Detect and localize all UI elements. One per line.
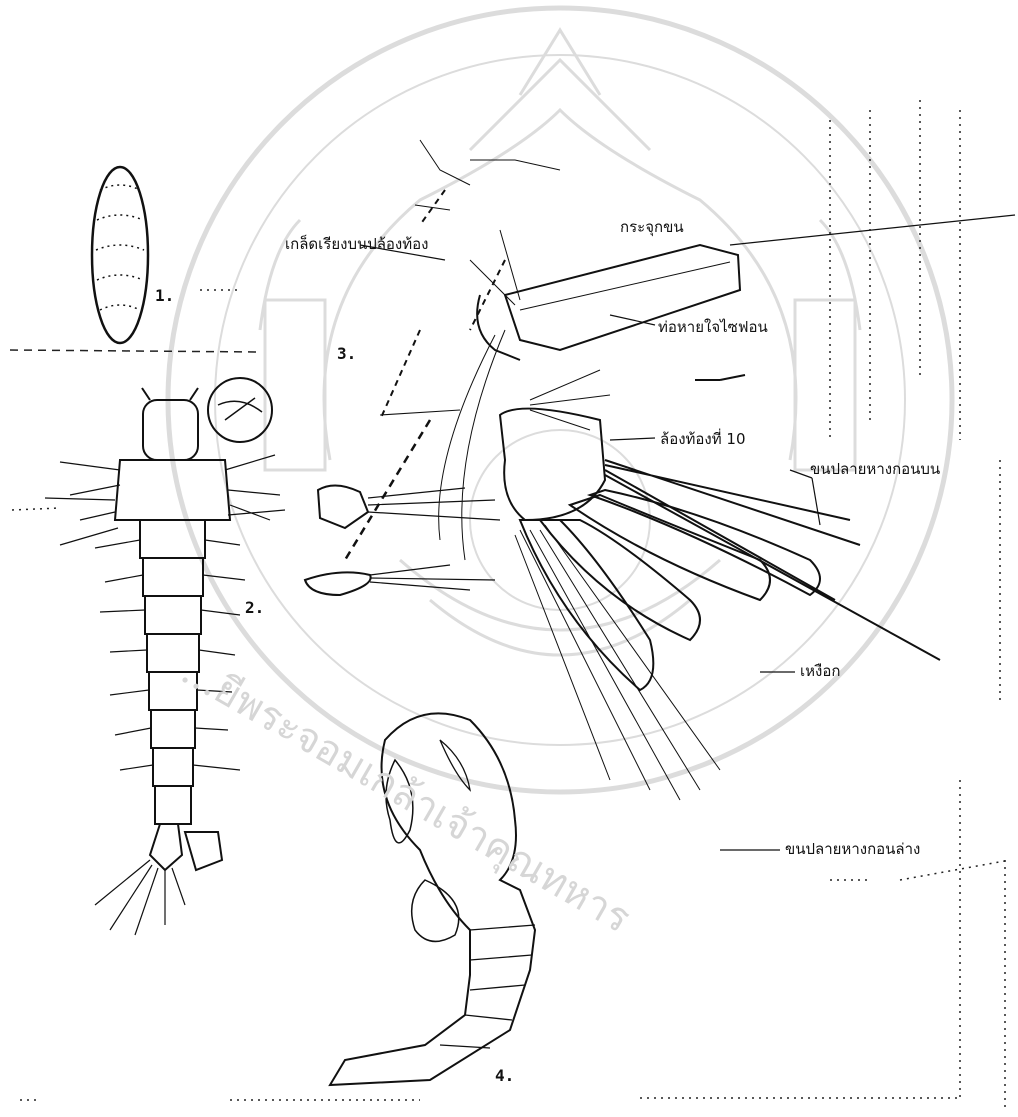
scan-noise [10, 100, 1010, 1110]
larva-drawing [45, 378, 285, 935]
label-anal-gill: เหงือก [800, 664, 840, 679]
label-siphon: ท่อหายใจไซฟอน [658, 320, 768, 335]
label-upper-tail-hair: ขนปลายหางกอนบน [810, 462, 940, 477]
label-lower-tail-hair: ขนปลายหางกอนล่าง [785, 842, 920, 857]
label-comb: กระจุกขน [620, 220, 684, 235]
egg-drawing [92, 167, 148, 343]
panel-number-3: 3. [337, 346, 356, 362]
panel-number-1: 1. [155, 288, 174, 304]
label-scale-row: เกล็ดเรียงบนปล้องท้อง [285, 237, 428, 252]
panel-number-4: 4. [495, 1068, 514, 1084]
leader-lines [360, 215, 1015, 850]
label-segment-10: ล้องท้องที่ 10 [660, 432, 746, 447]
panel-number-2: 2. [245, 600, 264, 616]
